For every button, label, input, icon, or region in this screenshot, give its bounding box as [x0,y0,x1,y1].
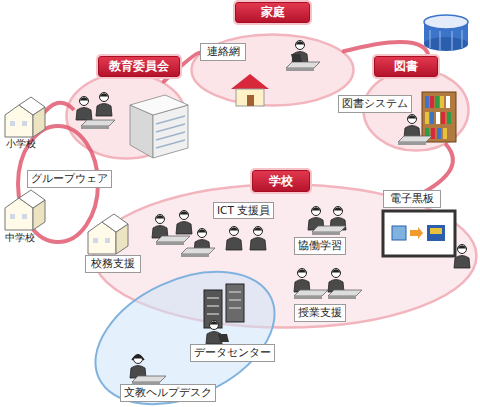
label-box: 協働学習 [294,237,346,255]
headset [132,356,144,361]
label-text: グループウェア [31,172,108,186]
illustration [5,97,45,137]
label-text: 図書システム [342,97,408,111]
server-icon [424,37,468,51]
ellipse-outline [94,185,477,328]
server-icon [424,22,468,44]
label-text: 電子黒板 [390,192,434,206]
label-text: 授業支援 [298,306,342,320]
label-box: データセンター [190,344,275,362]
group-ellipse: 学校ICT 支援員電子黒板協働学習校務支援授業支援 [92,183,478,329]
network-link [344,42,429,69]
illustration [218,334,229,342]
server-icon [424,15,468,51]
label-text: ICT 支援員 [217,204,270,218]
group-heading: 図書 [374,56,438,77]
group-ellipse: 図書図書システム [362,68,470,152]
illustration [5,190,45,230]
ellipse-outline [67,74,186,159]
label-text: データセンター [194,346,271,360]
ellipse-outline [65,72,187,160]
place-label: 中学校 [5,231,35,245]
label-text: 校務支援 [91,257,135,271]
group-ellipse: 教育委員会 [65,72,187,160]
server-icon [430,30,431,48]
server-icon [452,31,453,50]
label-box: 授業支援 [294,304,346,322]
group-heading: 学校 [252,170,310,192]
place-label: 小学校 [6,137,36,151]
label-box: 文教ヘルプデスク [120,384,216,402]
label-box: 連絡網 [200,43,246,61]
server-icon [462,30,463,48]
ellipse-outline [192,35,354,106]
server-icon [424,15,468,29]
network-link [164,53,200,82]
group-ellipse: 家庭連絡網 [190,33,355,107]
group-heading: 教育委員会 [98,56,180,77]
label-box: 校務支援 [85,255,141,273]
illustration [130,355,146,379]
group-heading: 家庭 [235,2,310,23]
label-box: 電子黒板 [383,190,441,208]
label-text: 協働学習 [298,239,342,253]
label-box: ICT 支援員 [213,202,274,219]
label-text: 連絡網 [207,45,240,59]
server-icon [440,31,441,50]
label-box: グループウェア [27,170,112,188]
network-link [409,145,453,200]
label-box: 図書システム [338,95,412,113]
label-text: 文教ヘルプデスク [124,386,212,400]
